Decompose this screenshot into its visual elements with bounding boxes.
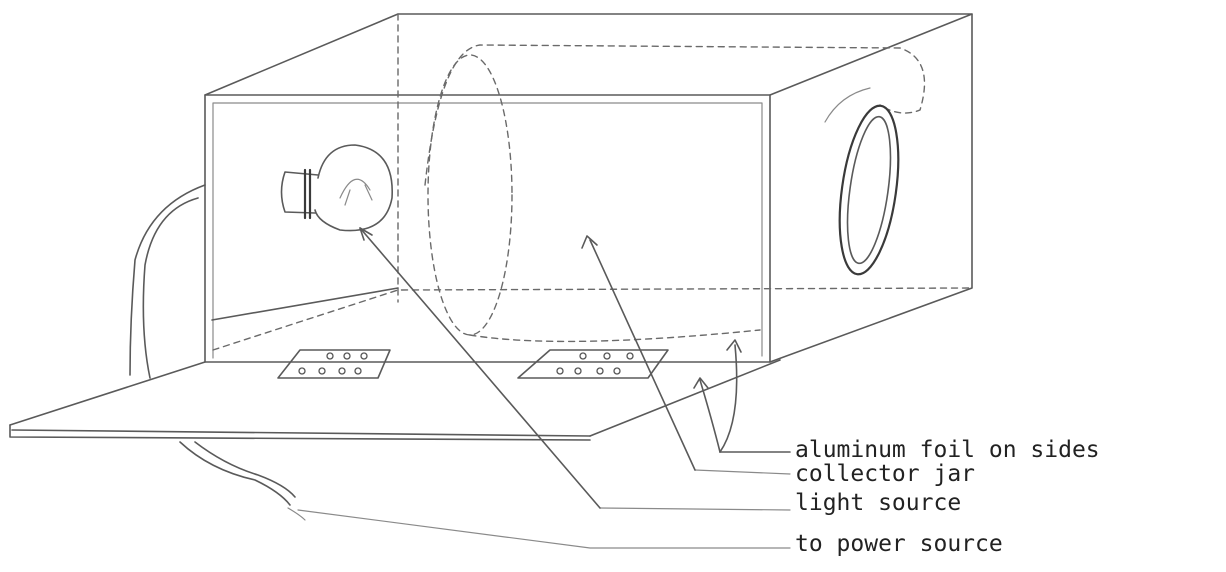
base-board <box>9 287 781 441</box>
label-aluminum-foil: aluminum foil on sides <box>795 437 1100 463</box>
box-outline <box>204 13 973 363</box>
leader-lines <box>297 227 791 549</box>
vent-plate-left <box>277 349 391 379</box>
vent-plate-right <box>517 349 669 379</box>
label-power-source: to power source <box>795 531 1003 557</box>
light-bulb-icon <box>280 144 393 232</box>
label-collector-jar: collector jar <box>795 461 976 487</box>
side-opening <box>824 87 900 276</box>
collector-jar <box>424 44 926 343</box>
power-cord <box>129 184 306 521</box>
label-light-source: light source <box>795 490 962 516</box>
